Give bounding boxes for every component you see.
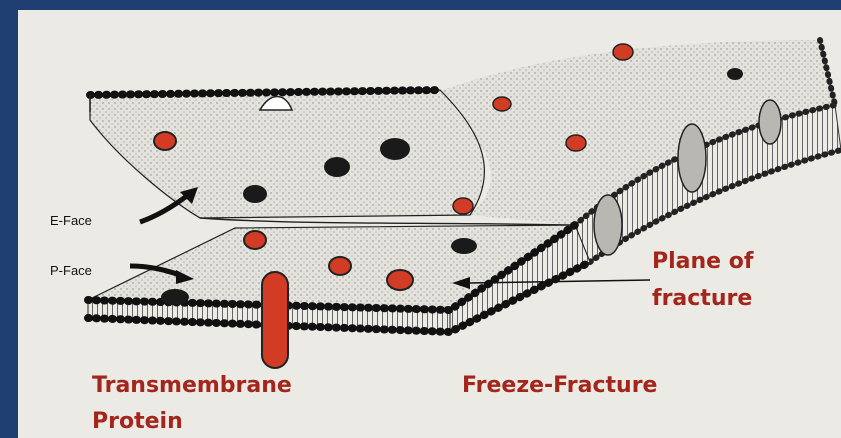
red-membrane-particle [154, 132, 176, 150]
red-membrane-particle [493, 97, 511, 111]
plane-of-fracture-label-line1: Plane of [652, 249, 754, 274]
membrane-pit [451, 238, 477, 254]
plane-of-fracture-label-line2: fracture [652, 286, 752, 311]
p-face-leaflet [88, 225, 590, 368]
red-membrane-particle [453, 198, 473, 214]
membrane-pit [380, 138, 410, 160]
membrane-pit [161, 289, 189, 305]
red-transmembrane-protein [262, 272, 288, 368]
red-membrane-particle [613, 44, 633, 60]
transmembrane-protein-label-line2: Protein [92, 409, 183, 434]
red-membrane-particle [387, 270, 413, 290]
p-face-label: P-Face [50, 263, 92, 278]
red-membrane-particle [329, 257, 351, 275]
freeze-fracture-label: Freeze-Fracture [462, 373, 657, 398]
gray-transmembrane-protein [594, 195, 622, 255]
membrane-pit [727, 68, 743, 80]
gray-transmembrane-protein [678, 124, 706, 192]
e-face-label: E-Face [50, 213, 92, 228]
membrane-pit [324, 157, 350, 177]
e-face-arrow-shaft [140, 195, 188, 222]
transmembrane-protein-label-line1: Transmembrane [92, 373, 292, 398]
red-membrane-particle [244, 231, 266, 249]
e-face-heads [90, 90, 440, 95]
gray-transmembrane-protein [759, 100, 781, 144]
membrane-pit [243, 185, 267, 203]
red-membrane-particle [566, 135, 586, 151]
